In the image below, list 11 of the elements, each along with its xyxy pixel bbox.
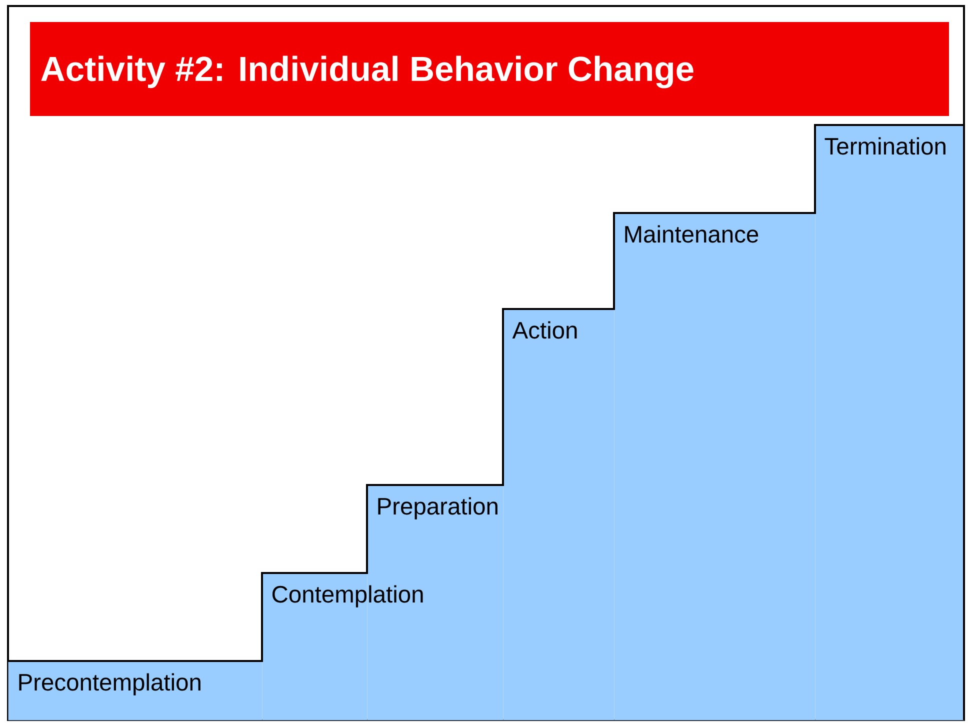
title-banner: Activity #2: Individual Behavior Change <box>30 22 949 116</box>
step-column: Precontemplation <box>8 661 262 720</box>
step-column: Action <box>503 309 614 720</box>
step-column: Termination <box>815 125 964 720</box>
node-label: Termination <box>824 137 946 155</box>
node-label: Precontemplation <box>19 673 200 696</box>
node-label: Action <box>512 321 577 339</box>
node-label: Maintenance <box>625 225 758 243</box>
node-label: Preparation <box>378 497 498 520</box>
node-label: Contemplation <box>272 585 423 608</box>
step-column: Contemplation <box>262 573 423 720</box>
